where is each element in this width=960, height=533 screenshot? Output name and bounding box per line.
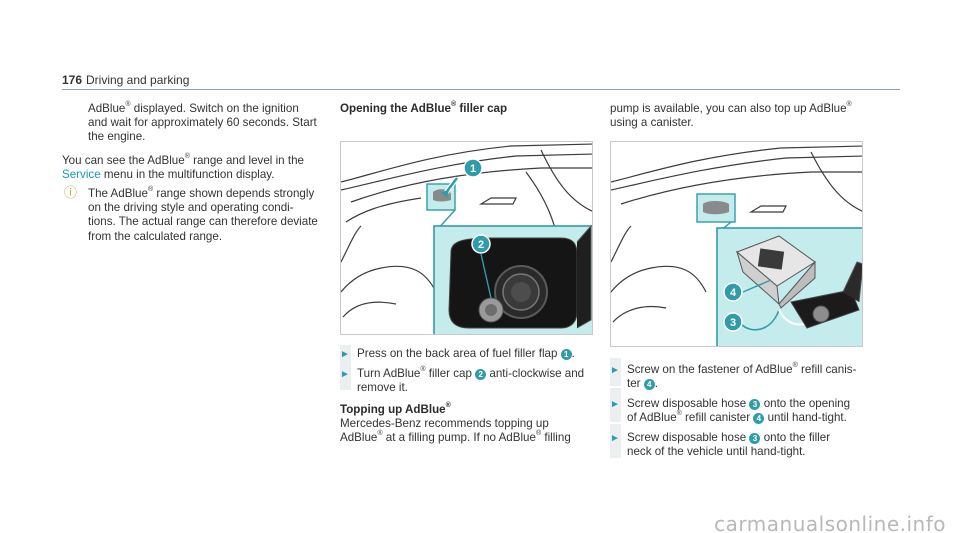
- step-arrow-icon: ►: [340, 369, 350, 380]
- step-screw-fastener: Screw on the fastener of AdBlue® refill …: [627, 362, 857, 391]
- header-rule: [62, 89, 900, 90]
- page-number: 176: [62, 73, 83, 87]
- callout-4-inline: 4: [643, 379, 655, 391]
- filler-neck-detail: [790, 261, 862, 329]
- step-screw-hose-vehicle: Screw disposable hose 3 onto the filler …: [627, 431, 831, 459]
- step-arrow-icon: ►: [610, 433, 620, 444]
- service-link[interactable]: Service: [62, 168, 101, 182]
- step-arrow-icon: ►: [610, 365, 620, 376]
- callout-1-label: 1: [470, 163, 476, 175]
- filler-opening-detail: [448, 224, 592, 329]
- filler-flap-shape: [703, 201, 729, 215]
- callout-3-marker: [723, 312, 743, 332]
- callout-4-marker: [723, 282, 743, 302]
- disposable-hose: [740, 309, 780, 331]
- callout-2-label: 2: [478, 239, 484, 251]
- heading-opening-filler-cap: Opening the AdBlue® filler cap: [340, 101, 508, 115]
- callout-3-label: 3: [730, 317, 736, 329]
- paragraph-service-menu: You can see the AdBlue® range and level …: [62, 153, 304, 182]
- callout-3-inline: 3: [749, 399, 761, 410]
- callout-2-marker: [471, 234, 491, 254]
- callout-2-inline: 2: [475, 369, 487, 380]
- figure-refill-canister: 4 3: [610, 141, 863, 347]
- info-icon: ⓘ: [64, 185, 78, 200]
- callout-4-inline: 4: [753, 413, 765, 425]
- paragraph-adblue-displayed: AdBlue® displayed. Switch on the ignitio…: [88, 101, 317, 144]
- callout-4-label: 4: [730, 287, 737, 299]
- watermark: carmanualsonline.info: [714, 511, 946, 533]
- callout-1-inline: 1: [560, 349, 572, 360]
- car-filler-cap-illustration: 1 2: [341, 143, 592, 334]
- step-screw-hose-canister: Screw disposable hose 3 onto the opening…: [627, 397, 851, 425]
- refill-canister: [736, 235, 816, 309]
- step-turn-cap: Turn AdBlue® filler cap 2 anti-clockwise…: [357, 366, 585, 395]
- callout-3-inline: 3: [749, 433, 761, 444]
- paragraph-canister: pump is available, you can also top up A…: [610, 101, 852, 130]
- paragraph-recommendation: Mercedes-Benz recommends topping up AdBl…: [340, 417, 571, 445]
- car-canister-illustration: 4 3: [611, 145, 862, 346]
- step-arrow-icon: ►: [610, 399, 620, 410]
- step-arrow-icon: ►: [340, 349, 350, 360]
- figure-opening-filler-cap: 1 2: [340, 141, 593, 335]
- page-header-title: Driving and parking: [86, 73, 190, 87]
- callout-1-marker: [463, 158, 483, 178]
- note-range: The AdBlue® range shown depends strongly…: [88, 186, 318, 243]
- car-body-lines: [611, 145, 862, 323]
- step-press-flap: Press on the back area of fuel filler fl…: [357, 347, 575, 360]
- heading-topping-up: Topping up AdBlue®: [340, 402, 451, 416]
